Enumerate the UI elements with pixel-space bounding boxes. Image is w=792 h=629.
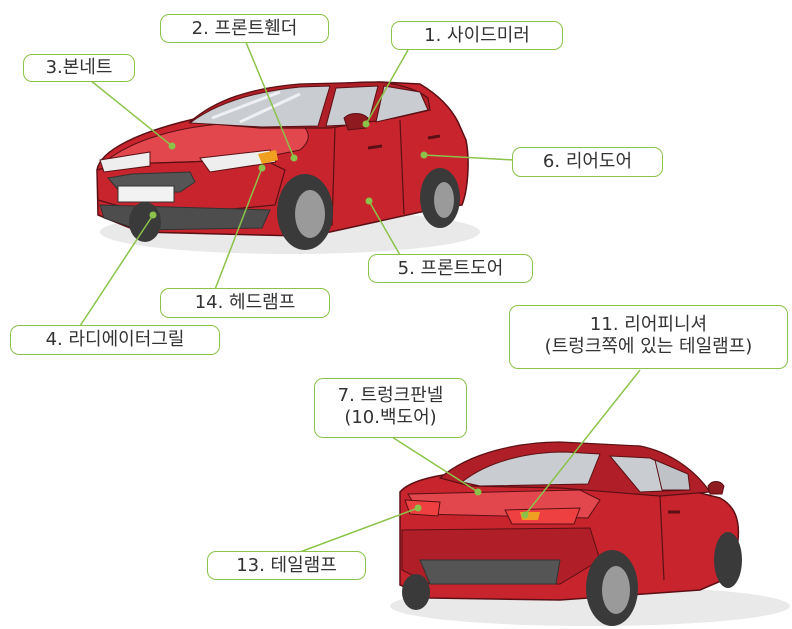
- leader-rear-finisher: [524, 369, 641, 516]
- label-rear-finisher: 11. 리어피니셔 (트렁크쪽에 있는 테일램프): [509, 305, 788, 369]
- leader-front-fender: [244, 39, 295, 159]
- label-rear-finisher-line2: (트렁크쪽에 있는 테일램프): [544, 336, 753, 357]
- label-side-mirror: 1. 사이드미러: [391, 21, 563, 50]
- front-car-illustration: [96, 81, 480, 254]
- label-rear-finisher-line1: 11. 리어피니셔: [589, 314, 708, 335]
- leader-front-door: [368, 200, 401, 256]
- label-trunk-panel: 7. 트렁크판넬 (10.백도어): [314, 378, 467, 438]
- label-headlamp: 14. 헤드램프: [160, 288, 330, 318]
- label-front-fender: 2. 프론트휀더: [160, 14, 329, 43]
- leader-rear-door: [423, 154, 515, 161]
- leader-radiator-grill: [79, 214, 154, 327]
- leader-trunk-panel: [391, 436, 479, 493]
- label-front-door: 5. 프론트도어: [368, 254, 533, 283]
- leader-tail-lamp: [299, 507, 419, 553]
- leader-lines: [79, 39, 641, 553]
- leader-side-mirror: [365, 49, 409, 125]
- leader-dots: [149, 120, 529, 519]
- label-rear-door: 6. 리어도어: [512, 147, 663, 177]
- leader-headlamp: [213, 167, 263, 293]
- rear-car-illustration: [390, 441, 790, 626]
- leader-bonnet: [89, 79, 173, 147]
- label-tail-lamp: 13. 테일램프: [207, 551, 366, 580]
- label-trunk-panel-line2: (10.백도어): [344, 407, 437, 428]
- label-trunk-panel-line1: 7. 트렁크판넬: [337, 385, 444, 406]
- label-radiator-grill: 4. 라디에이터그릴: [10, 325, 220, 355]
- label-bonnet: 3.본네트: [23, 54, 135, 82]
